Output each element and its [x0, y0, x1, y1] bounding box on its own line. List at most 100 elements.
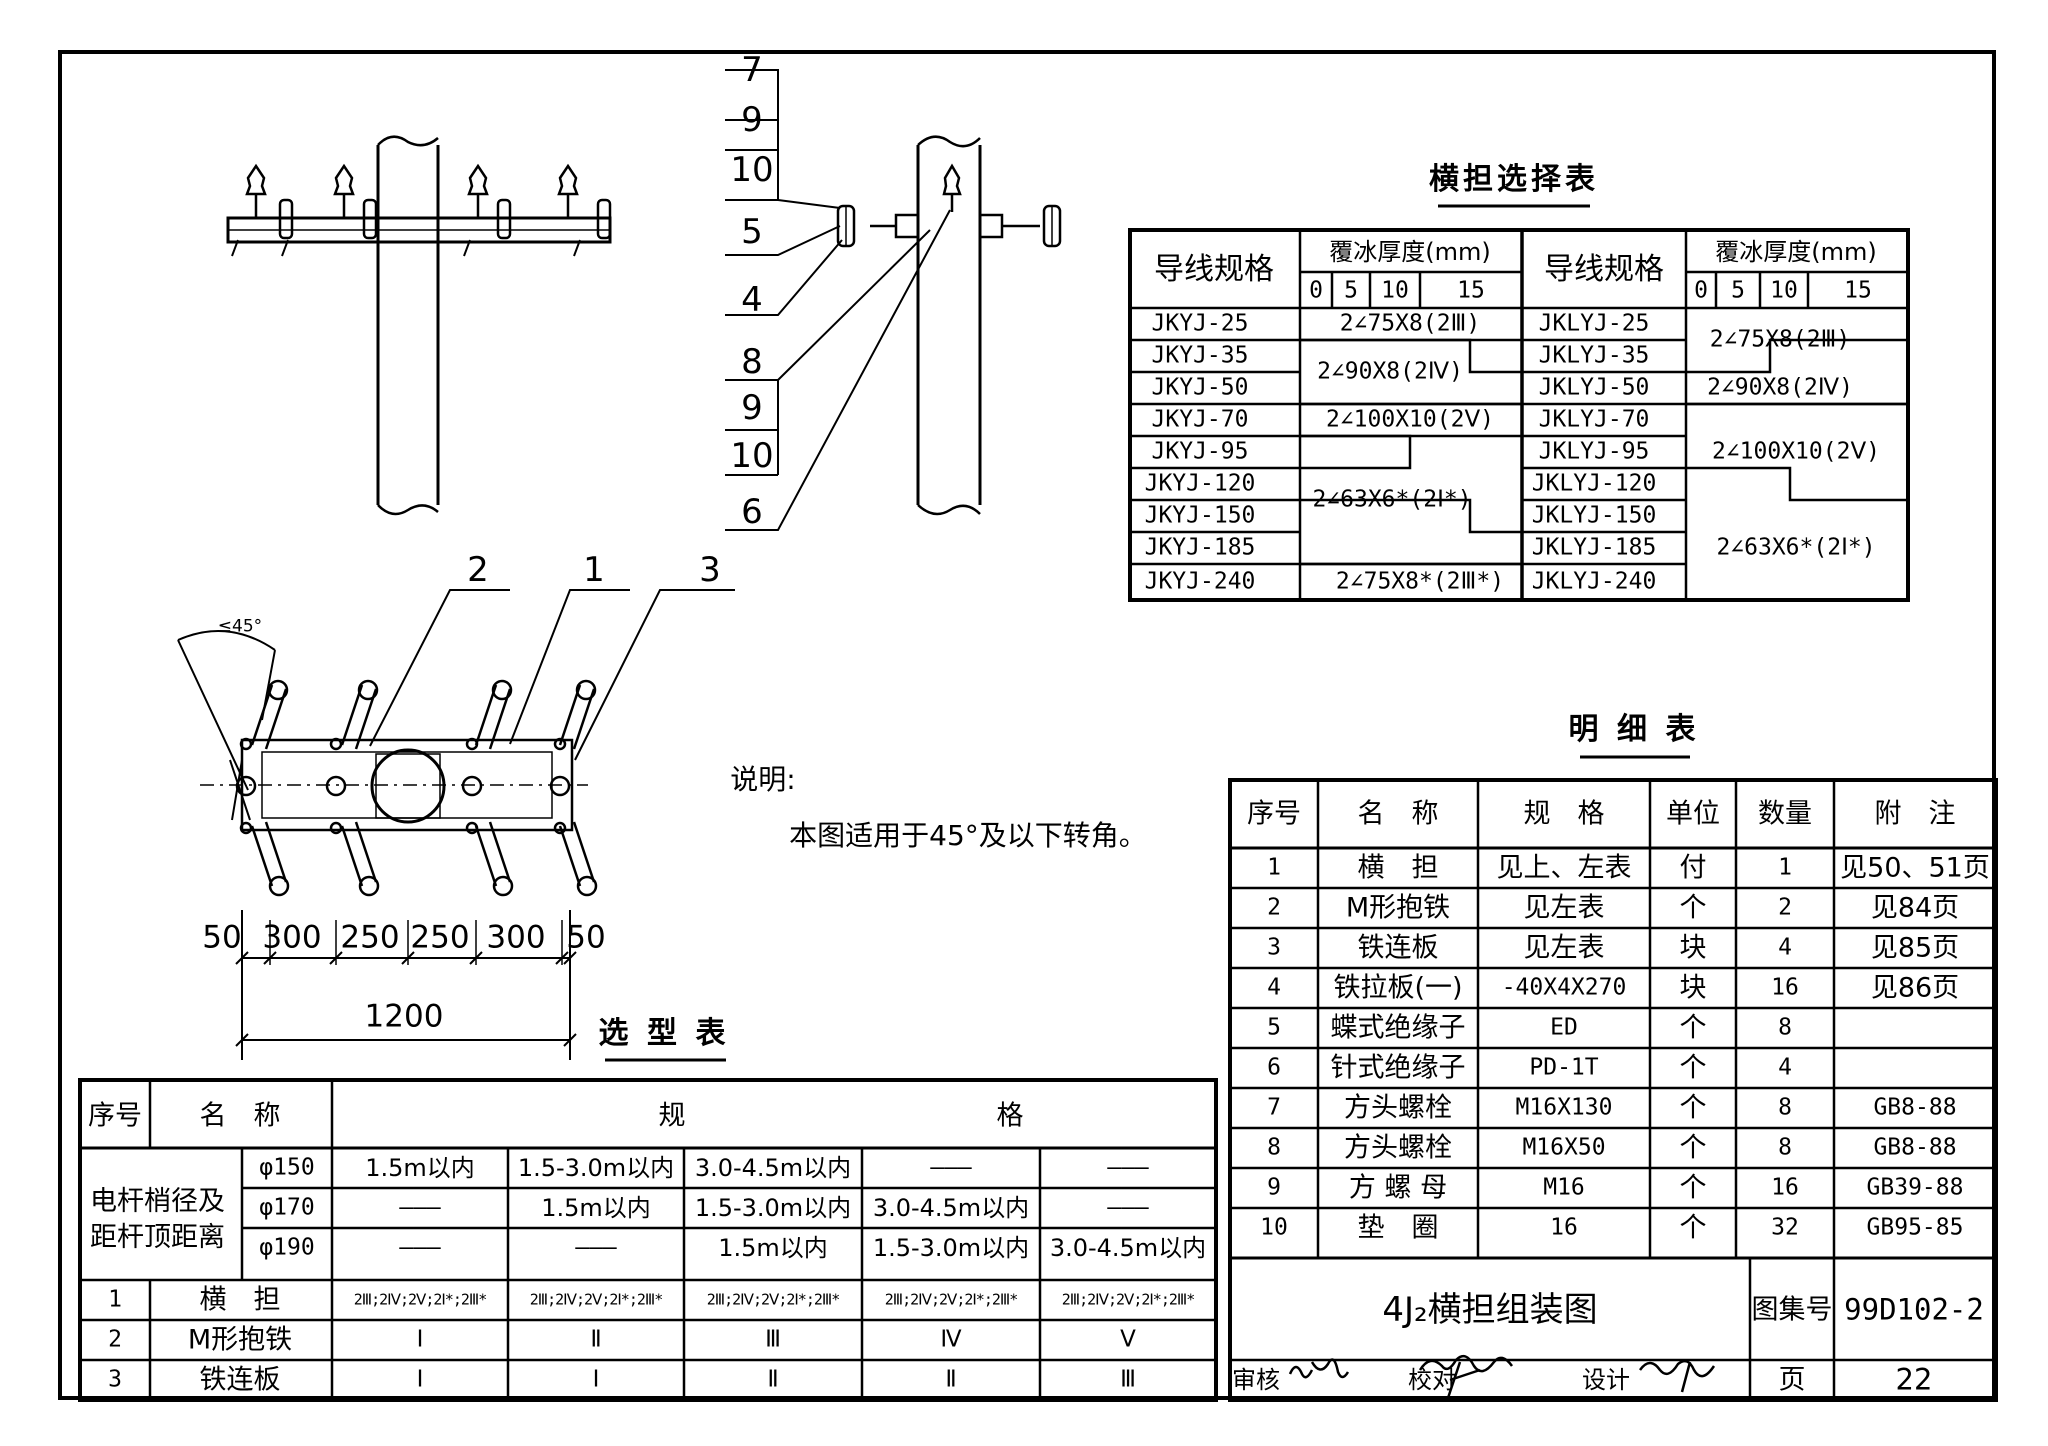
bom-cell-spec: PD-1T	[1529, 1054, 1599, 1081]
conductor-left: JKYJ-120	[1144, 470, 1256, 497]
bom-cell-unit: 块	[1679, 972, 1707, 1004]
left-spec-2III-star: 2∠75X8*(2Ⅲ*)	[1335, 568, 1505, 595]
sel-range-cell: ———	[1107, 1154, 1149, 1181]
sel-range-cell: 1.5m以内	[718, 1234, 828, 1262]
sel-item-value: Ⅳ	[940, 1326, 962, 1353]
bom-header-cell: 单位	[1666, 798, 1720, 830]
side-label-5: 5	[741, 212, 763, 252]
sel-item-value: Ⅱ	[945, 1366, 957, 1393]
bom-cell-qty: 1	[1778, 854, 1792, 881]
sel-item-value: 2Ⅲ;2Ⅳ;2Ⅴ;2Ⅰ*;2Ⅲ*	[884, 1290, 1019, 1309]
front-view	[226, 135, 612, 516]
sel-item-name: M形抱铁	[187, 1324, 293, 1356]
sel-range-cell: 3.0-4.5m以内	[1049, 1234, 1207, 1262]
bom-cell-spec: M16	[1543, 1174, 1585, 1201]
bom-cell-name: 横 担	[1357, 852, 1439, 884]
bom-cell-spec: -40X4X270	[1501, 974, 1627, 1001]
bom-cell-name: 铁连板	[1357, 932, 1439, 964]
conductor-right: JKLYJ-35	[1538, 342, 1650, 369]
crossarm-header-ice-left: 覆冰厚度(mm)	[1329, 238, 1491, 266]
atlas-number: 99D102-2	[1844, 1292, 1984, 1327]
conductor-right: JKLYJ-240	[1531, 568, 1657, 595]
sel-item-value: Ⅰ	[592, 1366, 600, 1393]
plan-label-2: 2	[467, 550, 489, 590]
conductor-left: JKYJ-150	[1144, 502, 1256, 529]
conductor-right: JKLYJ-150	[1531, 502, 1657, 529]
conductor-left: JKYJ-50	[1151, 374, 1249, 401]
left-spec-2IV: 2∠90X8(2Ⅳ)	[1317, 358, 1463, 385]
sel-item-no: 3	[108, 1366, 122, 1393]
selection-table-title: 选 型 表	[598, 1016, 730, 1051]
bom-cell-unit: 块	[1679, 932, 1707, 964]
bom-header-cell: 规 格	[1523, 798, 1605, 830]
bom-cell-no: 8	[1267, 1134, 1281, 1161]
bom-header-cell: 名 称	[1357, 798, 1439, 830]
conductor-right: JKLYJ-70	[1538, 406, 1650, 433]
bom-cell-note: GB8-88	[1873, 1094, 1957, 1121]
ice-thickness-right-2: 10	[1770, 277, 1798, 304]
signature-icon	[1288, 1354, 1716, 1399]
side-label-10: 10	[730, 150, 774, 190]
bom-cell-note: GB95-85	[1866, 1214, 1964, 1241]
bom-cell-no: 3	[1267, 934, 1281, 961]
bom-cell-unit: 个	[1679, 1172, 1707, 1204]
sel-item-name: 横 担	[199, 1284, 281, 1316]
conductor-right: JKLYJ-185	[1531, 534, 1657, 561]
review-label: 审核	[1232, 1366, 1280, 1394]
bom-cell-note: 见50、51页	[1840, 852, 1990, 884]
notes-title: 说明:	[730, 763, 796, 796]
sel-item-value: Ⅲ	[1120, 1366, 1136, 1393]
side-label-9: 9	[741, 100, 763, 140]
right-spec-2III: 2∠75X8(2Ⅲ)	[1709, 326, 1851, 353]
sel-header-spec-1: 规	[658, 1100, 686, 1132]
bom-cell-no: 9	[1267, 1174, 1281, 1201]
sel-header-name: 名 称	[199, 1100, 281, 1132]
conductor-right: JKLYJ-25	[1538, 310, 1650, 337]
sel-item-value: 2Ⅲ;2Ⅳ;2Ⅴ;2Ⅰ*;2Ⅲ*	[353, 1290, 488, 1309]
bom-cell-name: 方头螺栓	[1344, 1132, 1452, 1164]
bom-cell-name: M形抱铁	[1345, 892, 1451, 924]
sel-item-value: 2Ⅲ;2Ⅳ;2Ⅴ;2Ⅰ*;2Ⅲ*	[529, 1290, 664, 1309]
bom-cell-unit: 个	[1679, 892, 1707, 924]
bom-cell-no: 4	[1267, 974, 1281, 1001]
sel-item-no: 1	[108, 1286, 122, 1313]
sel-range-cell: 3.0-4.5m以内	[872, 1194, 1030, 1222]
bom-cell-no: 2	[1267, 894, 1281, 921]
sel-item-value: Ⅲ	[765, 1326, 781, 1353]
bom-cell-spec: 16	[1550, 1214, 1578, 1241]
side-label-10b: 10	[730, 436, 774, 476]
bom-cell-no: 10	[1260, 1214, 1288, 1241]
side-label-8: 8	[741, 342, 763, 382]
sel-item-value: 2Ⅲ;2Ⅳ;2Ⅴ;2Ⅰ*;2Ⅲ*	[1061, 1290, 1196, 1309]
sel-diameter: φ150	[259, 1154, 315, 1181]
bom-cell-qty: 32	[1771, 1214, 1799, 1241]
butterfly-insulator-icon	[278, 198, 612, 240]
right-spec-2IV: 2∠90X8(2Ⅳ)	[1707, 374, 1853, 401]
bom-header-cell: 数量	[1758, 798, 1812, 830]
bom-cell-qty: 16	[1771, 974, 1799, 1001]
ice-thickness-left-3: 15	[1457, 277, 1485, 304]
left-spec-2I-star: 2∠63X6*(2Ⅰ*)	[1312, 486, 1472, 513]
sel-range-cell: 1.5m以内	[541, 1194, 651, 1222]
drawing-title: 4J₂横担组装图	[1382, 1290, 1598, 1330]
side-label-9b: 9	[741, 388, 763, 428]
bom-cell-spec: 见左表	[1523, 892, 1605, 924]
notes-text: 本图适用于45°及以下转角。	[789, 819, 1147, 852]
bom-cell-qty: 2	[1778, 894, 1792, 921]
left-spec-2III: 2∠75X8(2Ⅲ)	[1339, 310, 1481, 337]
sel-item-value: Ⅰ	[416, 1326, 424, 1353]
selection-table-grid	[78, 1078, 1218, 1402]
sel-diameter: φ170	[259, 1194, 315, 1221]
bom-cell-unit: 个	[1679, 1212, 1707, 1244]
sel-item-name: 铁连板	[199, 1364, 281, 1396]
plan-label-3: 3	[699, 550, 721, 590]
conductor-left: JKYJ-95	[1151, 438, 1249, 465]
right-spec-2V: 2∠100X10(2Ⅴ)	[1711, 438, 1881, 465]
bom-cell-spec: 见左表	[1523, 932, 1605, 964]
bom-cell-no: 6	[1267, 1054, 1281, 1081]
ice-thickness-right-1: 5	[1731, 277, 1745, 304]
bom-cell-unit: 个	[1679, 1092, 1707, 1124]
conductor-right: JKLYJ-50	[1538, 374, 1650, 401]
sel-range-cell: 1.5-3.0m以内	[694, 1194, 852, 1222]
bom-table-title: 明 细 表	[1568, 712, 1700, 747]
